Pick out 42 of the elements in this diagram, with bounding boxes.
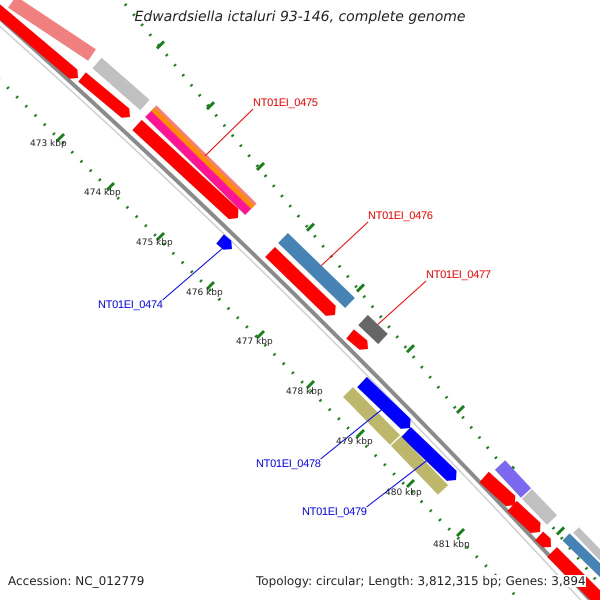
gene-feature xyxy=(0,3,78,79)
leader-line xyxy=(204,108,254,156)
gene-feature xyxy=(132,120,238,220)
leader-line xyxy=(377,280,426,325)
tick-label: 478 kbp xyxy=(286,388,323,397)
gene-feature xyxy=(92,58,150,110)
gene-label: NT01EI_0479 xyxy=(302,507,367,518)
tick-label: 477 kbp xyxy=(236,338,273,347)
leader-line xyxy=(320,410,382,460)
gene-label: NT01EI_0478 xyxy=(256,459,321,470)
gene-feature xyxy=(78,72,130,118)
tick-label: 481 kbp xyxy=(433,541,470,550)
leader-line xyxy=(366,460,427,508)
gene-label: NT01EI_0475 xyxy=(253,98,318,109)
title: Edwardsiella ictaluri 93-146, complete genome xyxy=(133,10,467,24)
gene-feature xyxy=(573,527,600,563)
gene-feature xyxy=(507,500,540,533)
gene-feature xyxy=(278,233,355,308)
gene-feature xyxy=(494,460,532,498)
gene-feature xyxy=(8,0,96,61)
gene-feature xyxy=(547,547,600,600)
gene-label: NT01EI_0474 xyxy=(98,300,163,311)
gene-feature xyxy=(522,489,557,525)
gene-feature xyxy=(357,376,410,429)
gene-label: NT01EI_0476 xyxy=(368,211,433,222)
gene-feature xyxy=(534,532,551,548)
tick-label: 480 kbp xyxy=(385,489,422,498)
gene-feature xyxy=(346,329,368,350)
tick-label: 474 kbp xyxy=(84,189,121,198)
tick-label: 475 kbp xyxy=(136,239,173,248)
footer-text: Topology: circular; Length: 3,812,315 bp; Genes: 3,894 xyxy=(256,575,586,587)
footer-text: Accession: NC_012779 xyxy=(8,575,144,587)
leader-line xyxy=(162,248,223,300)
leader-line xyxy=(320,222,368,266)
tick-label: 473 kbp xyxy=(30,140,67,149)
gene-feature xyxy=(479,472,516,506)
gene-feature xyxy=(401,427,456,481)
gene-feature xyxy=(216,234,232,250)
gene-feature xyxy=(358,314,388,344)
tick-label: 476 kbp xyxy=(186,289,223,298)
gene-feature xyxy=(265,247,336,316)
gene-label: NT01EI_0477 xyxy=(426,270,491,281)
